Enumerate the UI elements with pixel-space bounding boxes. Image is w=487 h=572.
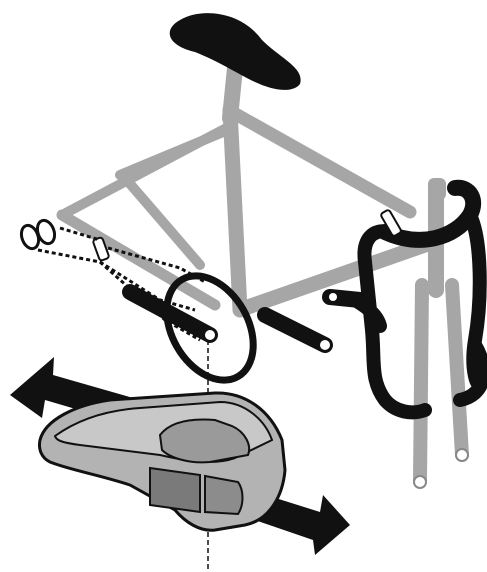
chain-stay-right	[125, 178, 200, 265]
fork-leg-left	[420, 285, 422, 480]
seat-stay-right	[120, 130, 228, 175]
sensor-side-panel	[205, 476, 243, 514]
crank-bolt-left	[205, 330, 215, 340]
speed-sensor	[39, 393, 285, 530]
steerer-top	[428, 178, 446, 200]
crank-bolt-right	[320, 340, 330, 350]
fork-dropout-right	[456, 449, 468, 461]
fork-dropout-left	[414, 476, 426, 488]
sensor-front-panel	[150, 468, 200, 512]
seat-tube	[230, 110, 240, 310]
top-tube	[232, 112, 410, 212]
pedal-bolt	[329, 293, 337, 301]
fork-leg-right	[452, 285, 462, 455]
crank-arm-right	[265, 315, 325, 345]
